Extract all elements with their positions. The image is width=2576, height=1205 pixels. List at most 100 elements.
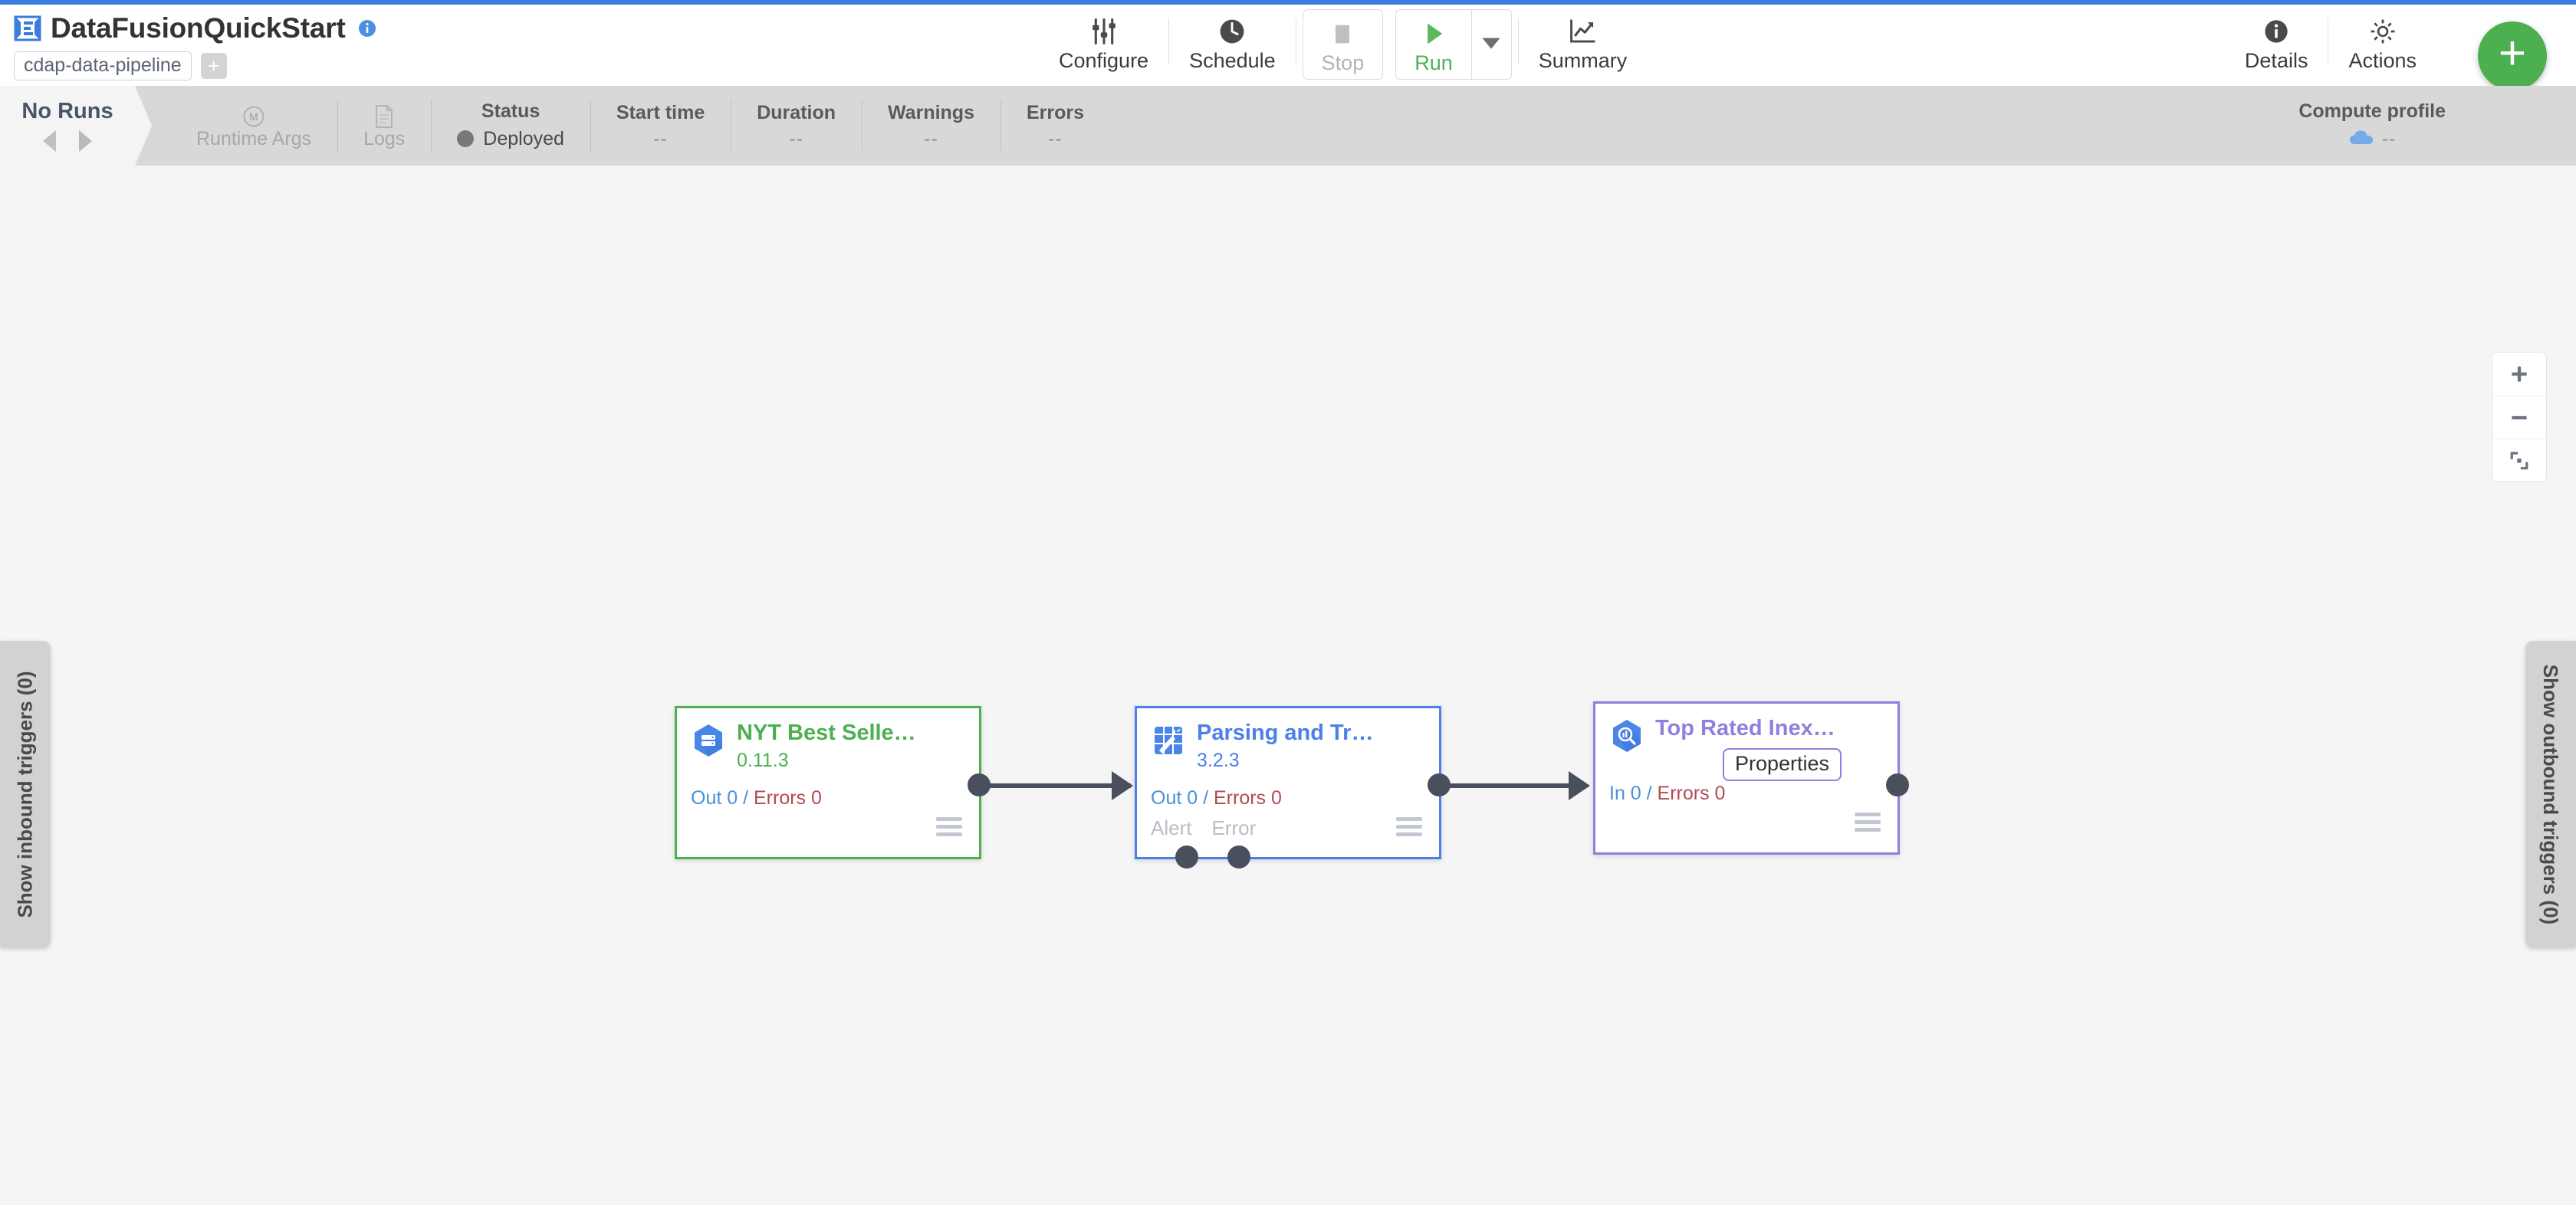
node-output-port[interactable] [1886, 773, 1909, 796]
runs-selector: No Runs [0, 86, 152, 166]
status-value: Deployed [483, 127, 564, 149]
duration-value: -- [789, 127, 803, 149]
add-tag-button[interactable]: + [200, 53, 227, 79]
compute-profile-value-row: -- [2348, 129, 2397, 149]
outbound-triggers-label: Show outbound triggers (0) [2539, 664, 2563, 924]
pipeline-node-source[interactable]: NYT Best Selle… 0.11.3 Out 0 / Errors 0 [675, 706, 991, 859]
start-time-cell: Start time -- [590, 86, 731, 166]
warnings-header: Warnings [888, 101, 974, 123]
plus-icon [2512, 366, 2527, 382]
pipeline-canvas[interactable]: Show inbound triggers (0) Show outbound … [0, 166, 2576, 1205]
clock-icon [1217, 15, 1247, 48]
run-button-box[interactable]: Run [1395, 9, 1512, 80]
toolbar-divider-3 [1517, 18, 1519, 64]
warnings-cell: Warnings -- [862, 86, 1001, 166]
fit-screen-icon [2510, 451, 2528, 469]
node-titles: NYT Best Selle… 0.11.3 [737, 721, 916, 773]
fit-to-screen-button[interactable] [2492, 438, 2546, 481]
runs-arrows [43, 130, 92, 152]
pipeline-node-sink[interactable]: Top Rated Inex… Properties In 0 / Errors… [1593, 701, 1909, 855]
status-header: Status [481, 100, 540, 122]
pipeline-type-tag[interactable]: cdap-data-pipeline [14, 51, 192, 80]
node-error-count: Errors 0 [1657, 783, 1726, 804]
canvas-zoom-controls [2492, 352, 2547, 482]
compute-profile-cell[interactable]: Compute profile -- [2298, 86, 2446, 166]
run-options-dropdown[interactable] [1470, 10, 1511, 79]
status-badge: Deployed [457, 128, 564, 150]
errors-header: Errors [1026, 101, 1085, 123]
bigquery-sink-icon [1609, 718, 1644, 754]
top-accent-bar [0, 0, 2576, 5]
zoom-in-button[interactable] [2492, 353, 2546, 396]
gear-icon [2368, 15, 2397, 48]
node-name: Parsing and Tr… [1197, 721, 1374, 745]
alert-port-label: Alert [1151, 816, 1192, 839]
node-error-count: Errors 0 [1214, 787, 1282, 809]
node-header: Top Rated Inex… [1595, 704, 1898, 754]
runtime-args-label: Runtime Args [196, 127, 312, 149]
stop-label: Stop [1321, 51, 1365, 74]
svg-text:M: M [249, 110, 258, 123]
sliders-icon [1089, 15, 1119, 48]
pipeline-node-transform[interactable]: Parsing and Tr… 3.2.3 Out 0 / Errors 0 A… [1135, 706, 1451, 868]
outbound-triggers-tab[interactable]: Show outbound triggers (0) [2525, 641, 2576, 947]
configure-button[interactable]: Configure [1039, 8, 1168, 81]
node-metrics: Out 0 / Errors 0 [691, 787, 822, 809]
metrics-separator: / [1641, 783, 1658, 804]
logs-cell[interactable]: Logs [337, 86, 431, 166]
stop-square-icon [1329, 17, 1356, 51]
add-plugin-fab[interactable]: + [2478, 21, 2547, 90]
connection-arrow-1 [1112, 771, 1133, 800]
compute-profile-header: Compute profile [2298, 100, 2446, 122]
duration-header: Duration [757, 101, 836, 123]
node-header: NYT Best Selle… 0.11.3 [677, 708, 979, 773]
summary-button[interactable]: Summary [1519, 8, 1648, 81]
compute-profile-value: -- [2381, 128, 2397, 149]
node-output-port[interactable] [968, 773, 991, 796]
run-button[interactable]: Run [1396, 10, 1471, 79]
connection-transform-to-sink[interactable] [1447, 783, 1585, 788]
caret-left-icon[interactable] [43, 130, 56, 152]
node-properties-button[interactable]: Properties [1723, 748, 1842, 781]
start-time-value: -- [653, 127, 668, 149]
node-menu-icon[interactable] [936, 817, 962, 840]
warnings-value: -- [924, 127, 938, 149]
node-metrics: Out 0 / Errors 0 [1151, 787, 1282, 809]
node-port-labels: Alert Error [1151, 816, 1256, 840]
status-cell: Status Deployed [431, 86, 590, 166]
node-alert-port[interactable] [1175, 845, 1198, 868]
node-output-port[interactable] [1428, 773, 1451, 796]
node-error-port[interactable] [1227, 845, 1250, 868]
node-titles: Parsing and Tr… 3.2.3 [1197, 721, 1373, 773]
tag-row: cdap-data-pipeline + [14, 51, 376, 80]
node-menu-icon[interactable] [1396, 817, 1422, 840]
title-row: DataFusionQuickStart [14, 14, 376, 42]
zoom-out-button[interactable] [2492, 396, 2546, 438]
run-label: Run [1414, 51, 1453, 74]
caret-right-icon[interactable] [79, 130, 92, 152]
connection-arrow-2 [1569, 771, 1590, 800]
node-menu-icon[interactable] [1855, 813, 1881, 836]
inbound-triggers-tab[interactable]: Show inbound triggers (0) [0, 641, 51, 947]
header-left-group: DataFusionQuickStart cdap-data-pipeline … [0, 5, 376, 80]
node-name: NYT Best Selle… [737, 721, 916, 745]
details-button[interactable]: Details [2225, 8, 2328, 81]
macro-m-icon: M [242, 103, 266, 130]
runtime-args-cell[interactable]: M Runtime Args [170, 86, 337, 166]
runs-title: No Runs [21, 98, 113, 123]
info-icon[interactable] [358, 19, 376, 38]
schedule-button[interactable]: Schedule [1169, 8, 1296, 81]
logs-label: Logs [363, 127, 406, 149]
stop-button-box[interactable]: Stop [1302, 9, 1384, 80]
node-name: Top Rated Inex… [1655, 717, 1835, 740]
header-right-group: Details Actions [2225, 8, 2436, 81]
actions-button[interactable]: Actions [2328, 8, 2436, 81]
stop-button[interactable]: Stop [1303, 10, 1383, 79]
metrics-separator: / [738, 787, 754, 809]
connection-source-to-transform[interactable] [989, 783, 1131, 788]
configure-label: Configure [1059, 49, 1149, 72]
node-titles: Top Rated Inex… [1655, 717, 1835, 740]
node-error-count: Errors 0 [754, 787, 822, 809]
summary-label: Summary [1538, 49, 1628, 72]
info-circle-icon [2262, 15, 2290, 48]
